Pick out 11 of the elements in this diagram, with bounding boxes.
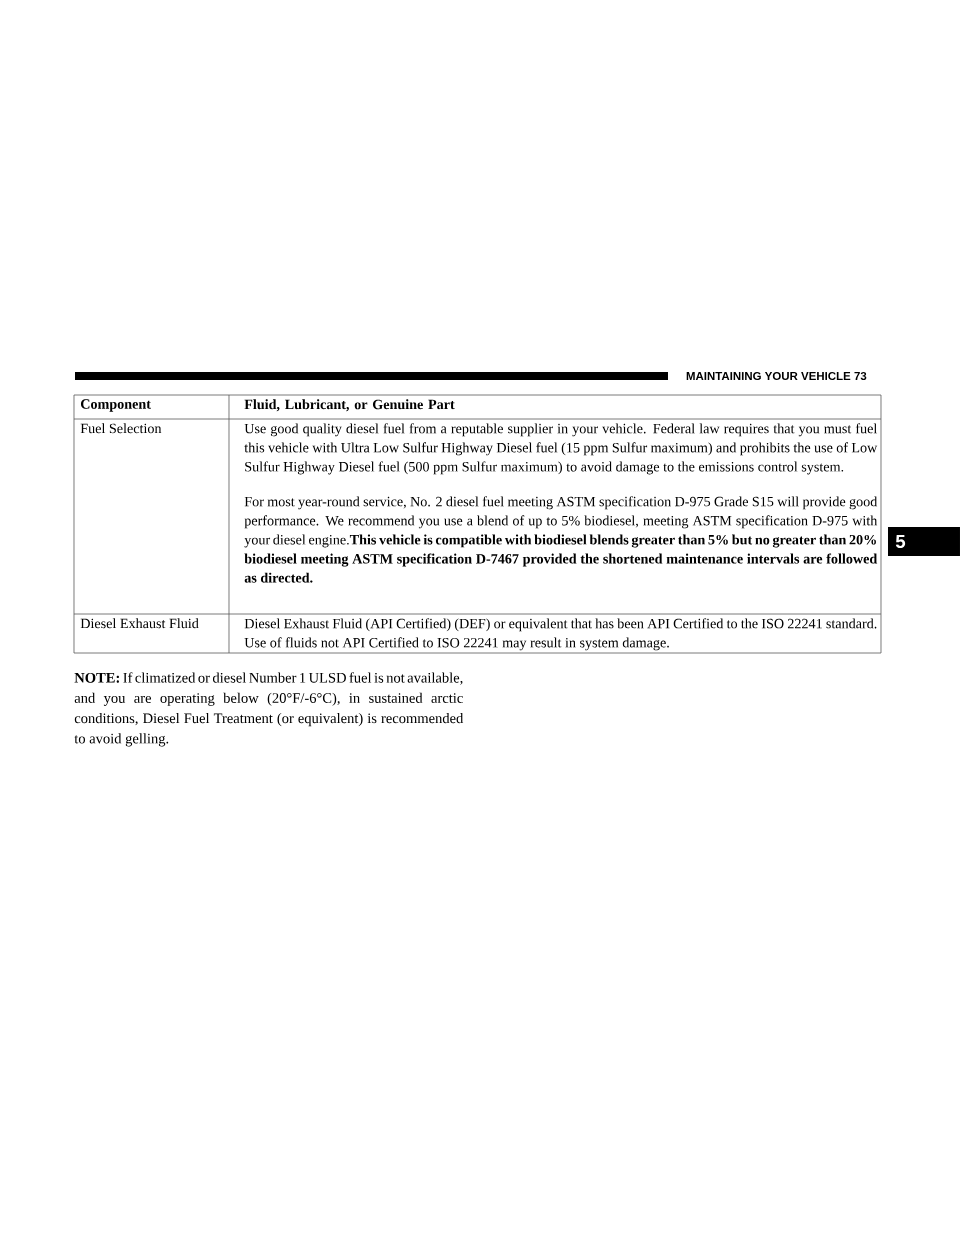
- table-cell-text: Fuel Selection: [80, 423, 162, 434]
- note-text: NOTE: If climatized or diesel Number 1 ULSD fuel is not available, and you are operating below (20°F/-6°C), in sustained arctic conditions, Diesel Fuel Treatment (or equivalent) is recommended to avoid gelling.: [74, 672, 464, 747]
- column-header: Component: [80, 399, 151, 412]
- page-number: 73: [854, 371, 867, 381]
- table-cell-text: Diesel Exhaust Fluid: [80, 618, 199, 629]
- table-cell-text: Diesel Exhaust Fluid (API Certified) (DEF) or equivalent that has been API Certified to the ISO 22241 standard. Use of fluids not API Certified to ISO 22241 may result in system damage.: [244, 618, 877, 651]
- running-head: MAINTAINING YOUR VEHICLE: [686, 371, 851, 381]
- table-cell-text: For most year-round service, No. 2 diesel fuel meeting ASTM specification D-975 Grade S15 will provide good performance. We recommend you use a blend of up to 5% biodiesel, meeting ASTM specification D-975 with your diesel engine.This vehicle is compatible with biodiesel blends greater than 5% but no greater than 20% biodiesel meeting ASTM specification D-7467 provided the shortened maintenance intervals are followed as directed.: [244, 496, 878, 583]
- section-tab: 5: [888, 527, 960, 556]
- column-header: Fluid, Lubricant, or Genuine Part: [244, 399, 455, 412]
- table-cell-text: Use good quality diesel fuel from a reputable supplier in your vehicle. Federal law requires that you must fuel this vehicle with Ultra Low Sulfur Highway Diesel fuel (15 ppm Sulfur maximum) and prohibits the use of Low Sulfur Highway Diesel fuel (500 ppm Sulfur maximum) to avoid damage to the emissions control system.: [244, 423, 878, 475]
